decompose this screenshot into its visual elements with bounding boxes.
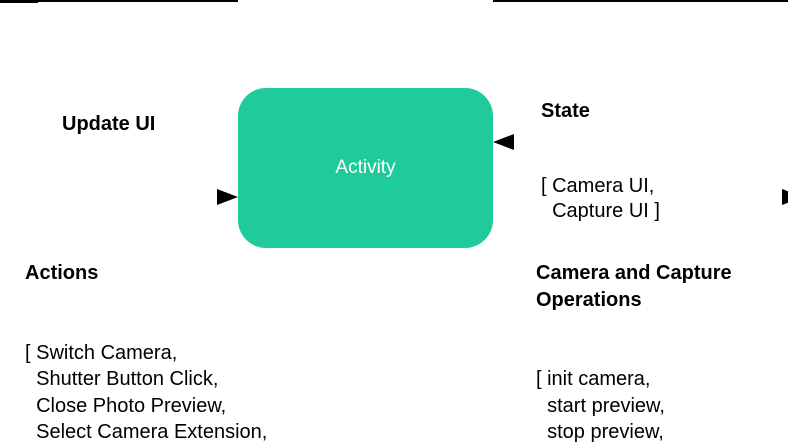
actions-label-block: Actions [ Switch Camera, Shutter Button … bbox=[25, 207, 267, 444]
update-ui-label: Update UI bbox=[62, 113, 156, 135]
camera-ops-items: [ init camera, start preview, stop previ… bbox=[536, 366, 732, 444]
camera-ops-item-line: start preview, bbox=[536, 394, 665, 417]
actions-title: Actions bbox=[25, 262, 99, 284]
camera-ops-arrowhead-icon bbox=[782, 189, 788, 205]
state-item-line: [ Camera UI, bbox=[541, 175, 655, 197]
camera-ops-item-line: stop preview, bbox=[536, 421, 664, 443]
state-items: [ Camera UI, Capture UI ] bbox=[541, 174, 660, 224]
camera-ops-arrow-line bbox=[493, 0, 788, 2]
state-arrowhead-icon bbox=[493, 134, 514, 150]
actions-item-line: Close Photo Preview, bbox=[25, 394, 227, 417]
actions-item-line: Select Camera Extension, bbox=[25, 421, 268, 443]
camera-ops-item-line: [ init camera, bbox=[536, 368, 651, 390]
state-item-line: Capture UI ] bbox=[541, 200, 660, 222]
activity-node-label: Activity bbox=[335, 157, 396, 178]
actions-items: [ Switch Camera, Shutter Button Click, C… bbox=[25, 340, 267, 444]
camera-ops-title-line: Camera and Capture bbox=[536, 262, 732, 284]
actions-item-line: [ Switch Camera, bbox=[25, 341, 178, 364]
state-label-block: State [ Camera UI, Capture UI ] bbox=[541, 49, 660, 274]
activity-node: Activity bbox=[238, 88, 493, 248]
actions-arrow-line bbox=[0, 0, 222, 2]
state-title: State bbox=[541, 100, 590, 122]
actions-item-line: Shutter Button Click, bbox=[25, 368, 219, 390]
camera-ops-title-line: Operations bbox=[536, 288, 642, 311]
actions-arrowhead-icon bbox=[217, 189, 238, 205]
